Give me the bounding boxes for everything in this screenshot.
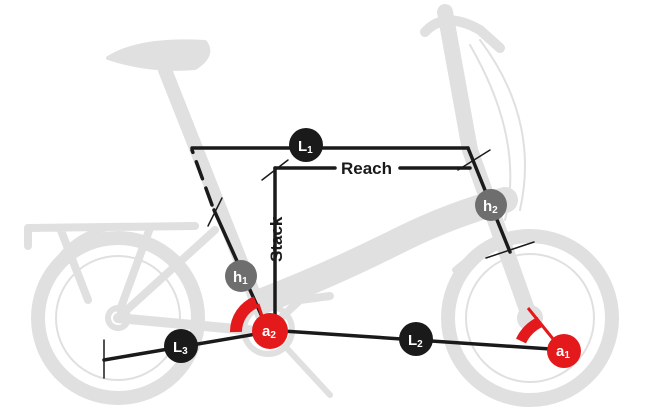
h2-marker: h2 <box>475 189 507 221</box>
svg-text:h2: h2 <box>483 198 498 216</box>
brake-cable-2 <box>469 44 512 221</box>
seat-angle-arc <box>229 296 259 333</box>
l2-marker: L2 <box>399 322 433 356</box>
seat-tube-tick <box>207 197 223 227</box>
a1-subscript: 1 <box>564 350 570 361</box>
svg-text:a1: a1 <box>556 343 570 361</box>
l3-label: L <box>173 339 182 356</box>
saddle <box>106 39 211 71</box>
h1-subscript: 1 <box>242 276 248 287</box>
stack-label: Stack <box>267 216 286 262</box>
svg-text:a2: a2 <box>262 323 276 341</box>
svg-text:L1: L1 <box>298 138 313 156</box>
l1-label: L <box>298 138 307 155</box>
seat-tube-dashed-line <box>190 148 214 207</box>
l3-marker: L3 <box>164 329 198 363</box>
l3-subscript: 3 <box>182 346 188 357</box>
svg-text:L2: L2 <box>408 332 423 350</box>
svg-text:L3: L3 <box>173 339 188 357</box>
a2-marker: a2 <box>252 313 288 349</box>
rear-mudguard <box>37 223 133 303</box>
reach-label: Reach <box>341 159 392 178</box>
svg-text:h1: h1 <box>233 269 248 287</box>
l1-subscript: 1 <box>307 145 313 156</box>
l2-label: L <box>408 332 417 349</box>
brake-cable <box>479 39 526 211</box>
head-tube-bottom-tick <box>485 241 535 259</box>
seat-tube <box>158 63 275 337</box>
a2-subscript: 2 <box>270 330 276 341</box>
a2-label: a <box>262 323 271 340</box>
l1-marker: L1 <box>289 128 323 162</box>
h1-label: h <box>233 269 242 286</box>
main-frame-tube <box>252 187 518 313</box>
seatstay <box>114 226 219 322</box>
l2-subscript: 2 <box>417 339 423 350</box>
h2-subscript: 2 <box>492 205 498 216</box>
a1-label: a <box>556 343 565 360</box>
h1-marker: h1 <box>225 260 257 292</box>
stack-top-tick <box>261 159 289 181</box>
a1-marker: a1 <box>547 334 581 368</box>
handlebar <box>420 15 505 53</box>
h2-label: h <box>483 198 492 215</box>
